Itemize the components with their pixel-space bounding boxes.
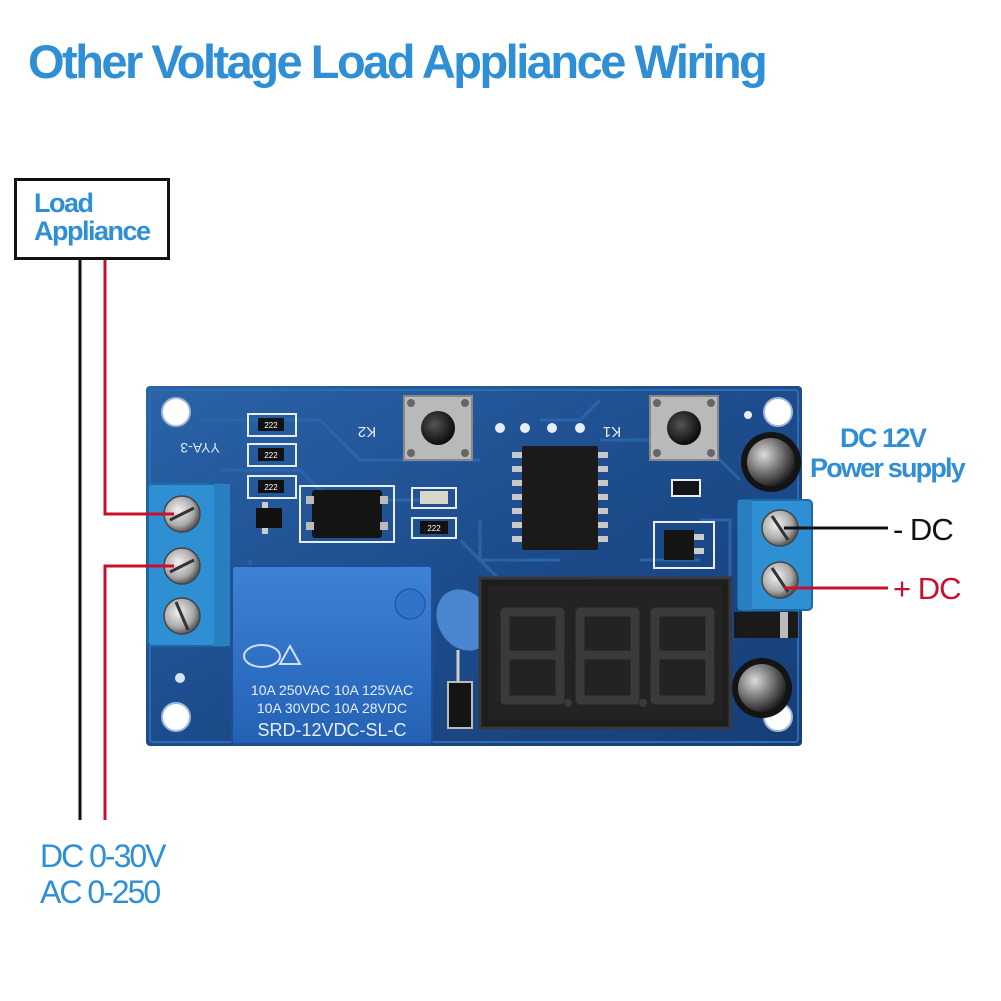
capacitor-top bbox=[741, 432, 801, 492]
load-wire-red-bottom bbox=[103, 564, 174, 820]
load-voltage-ac-range: AC 0-250 bbox=[40, 874, 161, 910]
smd-transistor bbox=[256, 502, 282, 534]
svg-text:222: 222 bbox=[264, 451, 278, 460]
button-k1[interactable] bbox=[649, 395, 719, 461]
load-appliance-label-line-1: Load bbox=[34, 188, 94, 218]
relay-rating-line-1: 10A 250VAC 10A 125VAC bbox=[251, 682, 413, 698]
power-terminal-block bbox=[737, 499, 813, 611]
seven-segment-display bbox=[478, 576, 732, 730]
load-voltage-dc-range: DC 0-30V bbox=[40, 838, 166, 874]
button-k2-label: K2 bbox=[358, 423, 376, 440]
smd-resistors: 222 222 222 222 bbox=[247, 413, 457, 539]
power-wires bbox=[784, 526, 888, 590]
relay: 10A 250VAC 10A 125VAC 10A 30VDC 10A 28VD… bbox=[231, 565, 433, 745]
power-terminal-screw-negative[interactable] bbox=[761, 509, 799, 547]
load-terminal-screw-3[interactable] bbox=[163, 597, 201, 635]
optocoupler-chip bbox=[299, 485, 395, 543]
button-k2[interactable] bbox=[403, 395, 473, 461]
ceramic-capacitor bbox=[436, 589, 492, 684]
microcontroller-chip bbox=[512, 446, 608, 550]
relay-model-label: SRD-12VDC-SL-C bbox=[257, 720, 406, 740]
load-terminal-screw-2[interactable] bbox=[163, 547, 201, 585]
load-terminal-block bbox=[147, 483, 230, 647]
load-appliance-box bbox=[14, 178, 170, 260]
positive-dc-label: + DC bbox=[893, 571, 961, 606]
relay-rating-line-2: 10A 30VDC 10A 28VDC bbox=[257, 700, 407, 716]
power-supply-label-line-1: DC 12V bbox=[840, 423, 927, 453]
cqc-logo bbox=[243, 643, 302, 668]
load-appliance-label-line-2: Appliance bbox=[34, 216, 151, 246]
svg-text:222: 222 bbox=[264, 421, 278, 430]
capacitor-bottom bbox=[732, 658, 792, 718]
power-terminal-screw-positive[interactable] bbox=[761, 561, 799, 599]
negative-dc-label: - DC bbox=[893, 512, 954, 547]
power-supply-label-line-2: Power supply bbox=[810, 453, 966, 483]
load-terminal-screw-1[interactable] bbox=[163, 495, 201, 533]
load-wires bbox=[78, 260, 174, 820]
svg-text:222: 222 bbox=[264, 483, 278, 492]
board-model-label: YYA-3 bbox=[180, 440, 220, 456]
diode bbox=[734, 612, 798, 638]
load-wire-red-top bbox=[103, 260, 174, 516]
relay-module-board: YYA-3 222 222 222 222 bbox=[146, 386, 813, 746]
button-k1-label: K1 bbox=[603, 423, 621, 440]
svg-text:222: 222 bbox=[427, 524, 441, 533]
diagram-title: Other Voltage Load Appliance Wiring bbox=[28, 35, 768, 88]
voltage-regulator bbox=[653, 521, 715, 569]
